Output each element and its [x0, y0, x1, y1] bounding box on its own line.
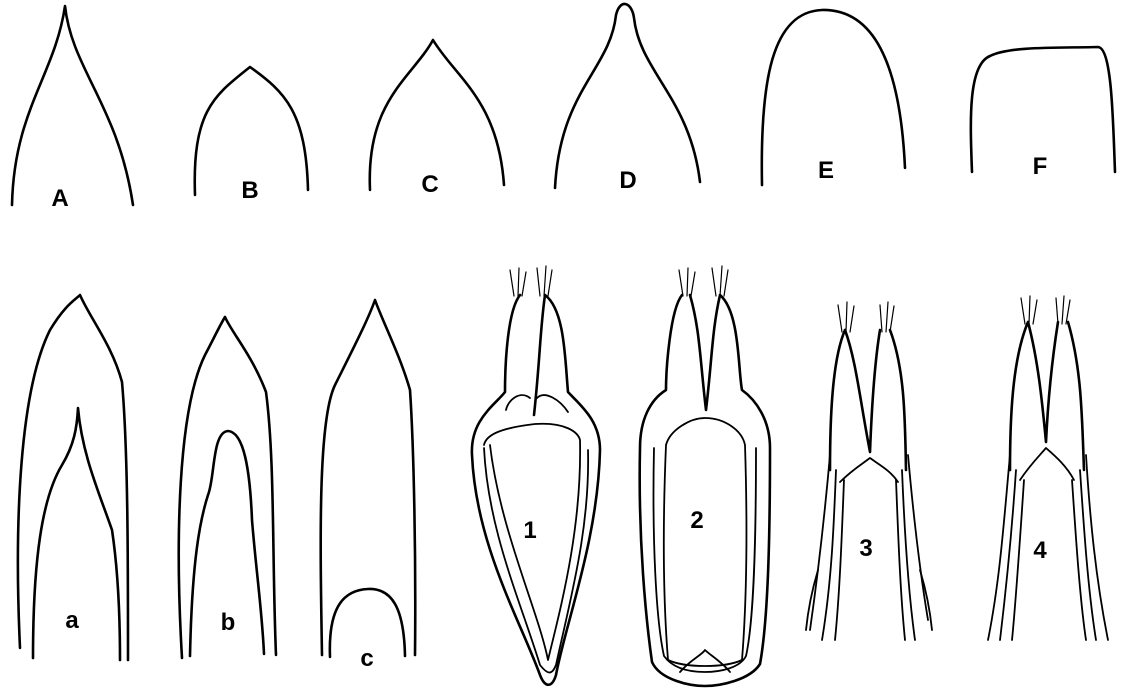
label-F: F — [1033, 153, 1048, 180]
label-D: D — [619, 167, 636, 194]
shape-3: 3 — [806, 302, 932, 640]
outline-A: A — [12, 6, 133, 212]
label-b: b — [221, 609, 236, 636]
outline-B: B — [195, 67, 308, 204]
label-c: c — [360, 645, 373, 672]
label-2: 2 — [690, 507, 703, 534]
label-B: B — [241, 177, 258, 204]
shape-1: 1 — [472, 266, 600, 685]
shape-a: a — [18, 295, 128, 660]
shape-c: c — [321, 300, 416, 672]
label-A: A — [51, 185, 68, 212]
shape-4: 4 — [988, 296, 1108, 640]
shape-2: 2 — [640, 266, 770, 686]
label-3: 3 — [859, 535, 872, 562]
label-E: E — [818, 157, 834, 184]
label-a: a — [65, 607, 79, 634]
shape-b: b — [179, 317, 276, 658]
label-C: C — [421, 171, 438, 198]
outline-C: C — [370, 40, 504, 198]
outline-D: D — [555, 4, 700, 194]
outline-E: E — [762, 10, 905, 185]
label-1: 1 — [523, 517, 536, 544]
label-4: 4 — [1033, 537, 1047, 564]
outline-F: F — [971, 47, 1115, 180]
